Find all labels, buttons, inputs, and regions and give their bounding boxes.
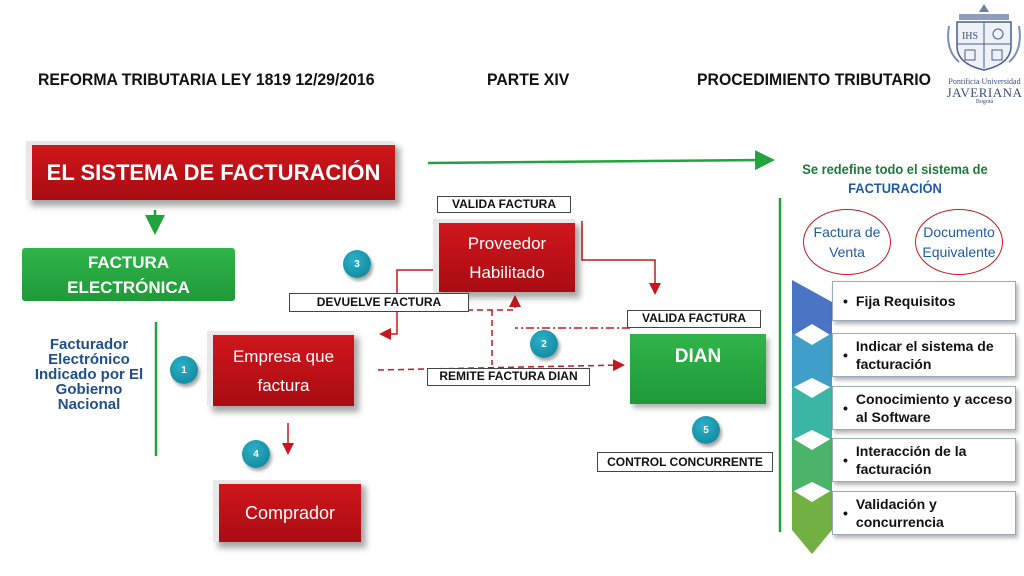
- step-number-1: 1: [170, 356, 198, 384]
- node-empresa: Empresa que factura: [207, 331, 354, 406]
- step-card-3: • Conocimiento y acceso al Software: [832, 386, 1016, 430]
- right-panel-heading: Se redefine todo el sistema de FACTURACI…: [794, 160, 996, 198]
- logo-line2: JAVERIANA: [946, 85, 1023, 100]
- facturador-text: Facturador Electrónico Indicado por El G…: [34, 336, 144, 413]
- step-card-5: • Validación y concurrencia: [832, 491, 1016, 535]
- oval-factura-venta: Factura de Venta: [803, 209, 891, 275]
- step-card-1: • Fija Requisitos: [832, 281, 1016, 321]
- step-card-1-label: Fija Requisitos: [855, 293, 956, 309]
- step-number-3: 3: [343, 250, 371, 278]
- logo-line3: Bogotá: [975, 99, 994, 105]
- node-comprador-label: Comprador: [244, 502, 336, 523]
- steps-list: • Fija Requisitos • Indicar el sistema d…: [790, 280, 1020, 560]
- step-card-4: • Interacción de la facturación: [832, 438, 1016, 482]
- step-card-2: • Indicar el sistema de facturación: [832, 333, 1016, 377]
- bullet-icon: •: [843, 452, 848, 468]
- label-remite-factura: REMITE FACTURA DIAN: [427, 368, 590, 386]
- step-number-4: 4: [242, 440, 270, 468]
- node-proveedor-label: Proveedor Habilitado: [467, 233, 547, 282]
- chevron-1: [792, 280, 832, 336]
- oval-factura-venta-label: Factura de Venta: [813, 224, 881, 260]
- logo-line1: Pontificia Universidad: [948, 77, 1021, 86]
- node-empresa-label: Empresa que factura: [232, 346, 335, 395]
- label-devuelve-factura: DEVUELVE FACTURA: [289, 293, 469, 312]
- header-title-left: REFORMA TRIBUTARIA LEY 1819 12/29/2016: [38, 70, 375, 89]
- crest-icon: IHS: [947, 4, 1021, 71]
- node-comprador: Comprador: [213, 480, 361, 542]
- oval-documento-equivalente: Documento Equivalente: [915, 209, 1003, 275]
- chevron-5: [792, 490, 832, 554]
- arrow-to-panel: [427, 150, 775, 171]
- right-panel-heading-line2: FACTURACIÓN: [848, 180, 942, 196]
- node-dian-label: DIAN: [674, 346, 722, 367]
- steps-chevrons: [792, 280, 832, 554]
- university-logo: IHS Pontificia Universidad JAVERIANA Bog…: [945, 0, 1024, 105]
- arrow-remite: [377, 359, 625, 372]
- step-card-2-label: Indicar el sistema de facturación: [855, 338, 994, 372]
- bullet-icon: •: [843, 505, 848, 521]
- main-title: EL SISTEMA DE FACTURACIÓN: [46, 159, 381, 185]
- step-number-2: 2: [530, 330, 558, 358]
- label-control-concurrente: CONTROL CONCURRENTE: [597, 452, 773, 472]
- node-proveedor: Proveedor Habilitado: [433, 219, 575, 292]
- factura-electronica-label: FACTURA ELECTRÓNICA: [67, 252, 190, 297]
- factura-electronica-box: FACTURA ELECTRÓNICA: [22, 248, 235, 301]
- arrow-empresa-proveedor: [397, 295, 521, 311]
- step-card-5-label: Validación y concurrencia: [855, 496, 944, 530]
- arrow-proveedor-dian: [581, 221, 661, 295]
- chevron-4: [792, 438, 832, 492]
- label-valida-factura-right: VALIDA FACTURA: [627, 310, 761, 328]
- bullet-icon: •: [843, 347, 848, 363]
- label-valida-factura-top: VALIDA FACTURA: [437, 196, 571, 213]
- oval-documento-equivalente-label: Documento Equivalente: [922, 224, 996, 260]
- bullet-icon: •: [843, 293, 848, 309]
- header-title-middle: PARTE XIV: [487, 70, 570, 89]
- bullet-icon: •: [843, 400, 848, 416]
- step-card-3-label: Conocimiento y acceso al Software: [855, 391, 1013, 425]
- main-title-box: EL SISTEMA DE FACTURACIÓN: [26, 141, 395, 200]
- right-panel-heading-line1: Se redefine todo el sistema de: [802, 161, 988, 177]
- logo-monogram: IHS: [962, 31, 978, 42]
- node-dian: DIAN: [630, 334, 766, 404]
- chevron-2: [792, 333, 832, 388]
- header-title-right: PROCEDIMIENTO TRIBUTARIO: [697, 70, 931, 89]
- step-card-4-label: Interacción de la facturación: [855, 443, 967, 477]
- step-number-5: 5: [692, 416, 720, 444]
- chevron-3: [792, 386, 832, 440]
